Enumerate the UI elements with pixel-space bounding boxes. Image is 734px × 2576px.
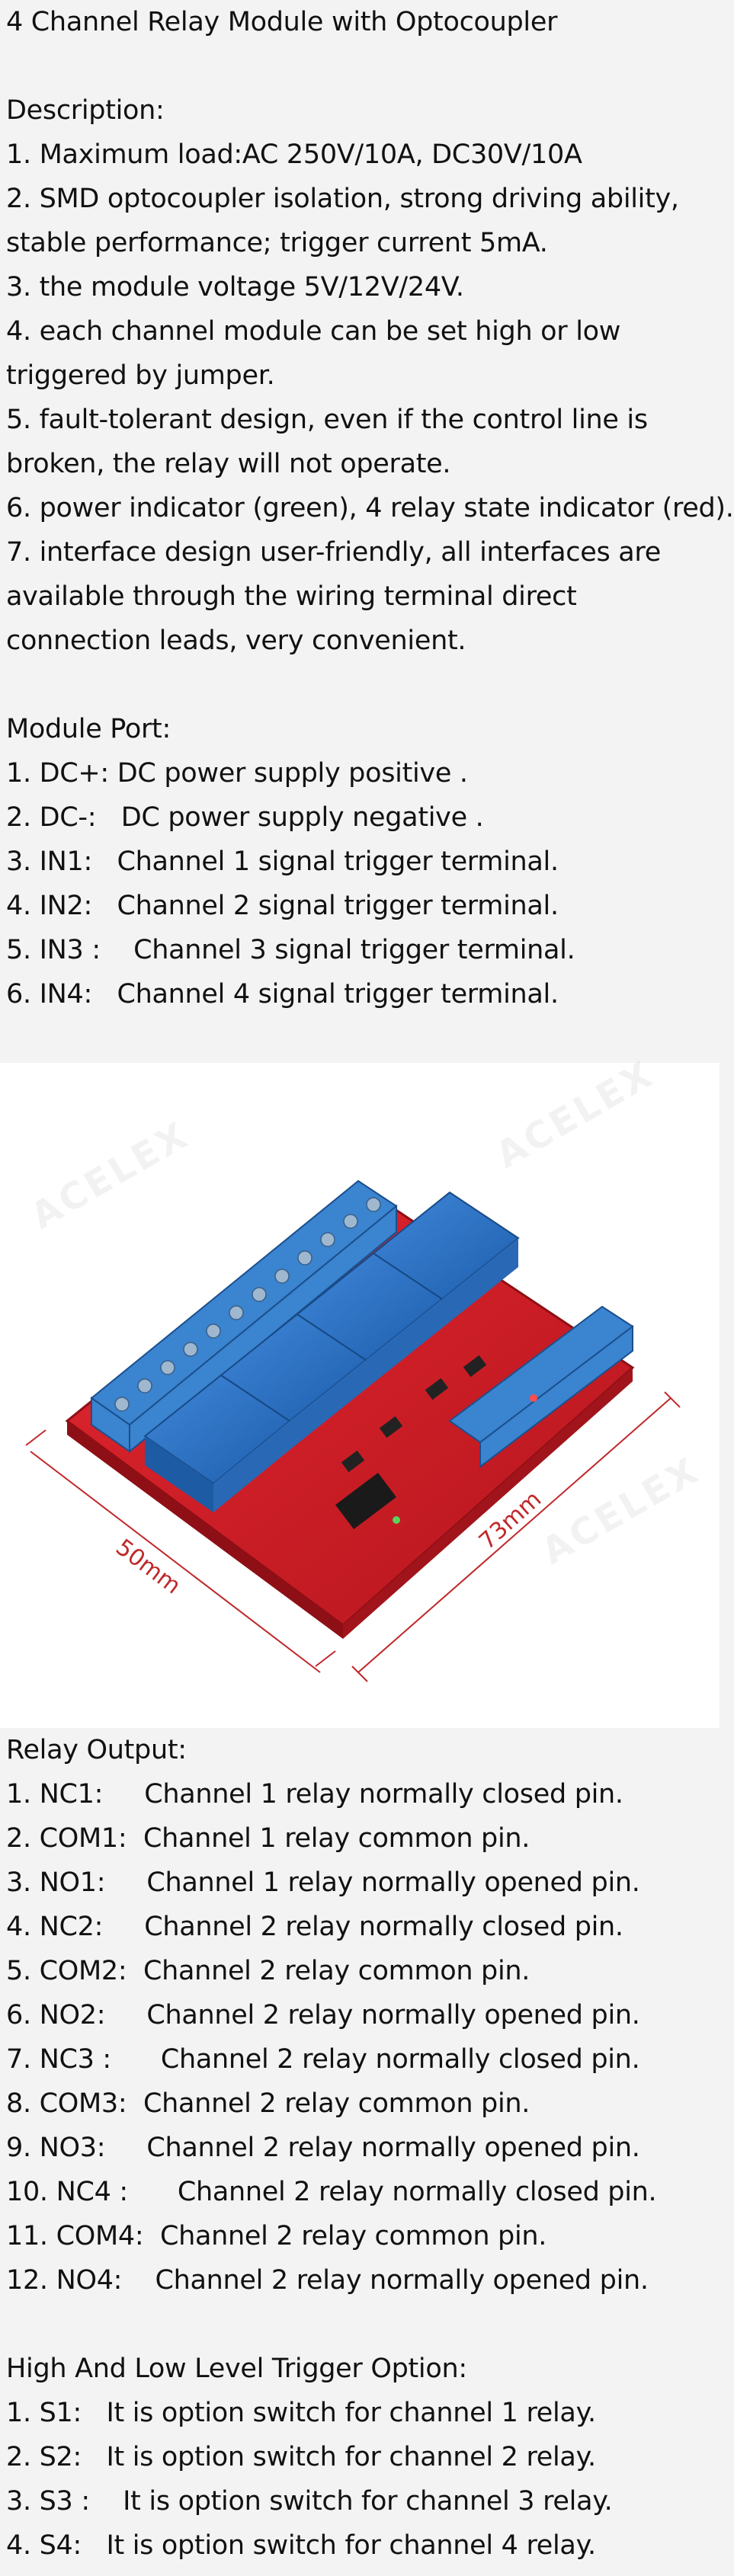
description-line: broken, the relay will not operate. xyxy=(6,449,451,479)
trigger-option-heading: High And Low Level Trigger Option: xyxy=(6,2354,467,2384)
relay-module-illustration: 50mm 73mm xyxy=(25,1179,681,1682)
module-port-line: 5. IN3 : Channel 3 signal trigger termin… xyxy=(6,935,575,965)
trigger-option-line: 1. S1: It is option switch for channel 1… xyxy=(6,2398,596,2428)
description-line: 5. fault-tolerant design, even if the co… xyxy=(6,405,648,435)
relay-output-line: 12. NO4: Channel 2 relay normally opened… xyxy=(6,2265,649,2296)
smd-components xyxy=(341,1355,487,1473)
relay-output-line: 9. NO3: Channel 2 relay normally opened … xyxy=(6,2133,640,2163)
relay-output-line: 5. COM2: Channel 2 relay common pin. xyxy=(6,1956,530,1986)
page-title: 4 Channel Relay Module with Optocoupler xyxy=(6,7,558,37)
terminal-block-right xyxy=(448,1305,634,1469)
description-line: triggered by jumper. xyxy=(6,360,275,391)
module-port-line: 1. DC+: DC power supply positive . xyxy=(6,758,468,789)
module-port-heading: Module Port: xyxy=(6,714,171,744)
relay-output-line: 1. NC1: Channel 1 relay normally closed … xyxy=(6,1779,623,1810)
relay-output-line: 10. NC4 : Channel 2 relay normally close… xyxy=(6,2177,657,2207)
module-port-line: 4. IN2: Channel 2 signal trigger termina… xyxy=(6,891,559,921)
module-port-line: 2. DC-: DC power supply negative . xyxy=(6,802,484,833)
relay-output-line: 7. NC3 : Channel 2 relay normally closed… xyxy=(6,2044,640,2075)
description-heading: Description: xyxy=(6,95,165,126)
jumper-headers xyxy=(335,1472,396,1530)
module-port-line: 3. IN1: Channel 1 signal trigger termina… xyxy=(6,846,559,877)
module-port-line: 6. IN4: Channel 4 signal trigger termina… xyxy=(6,979,559,1010)
trigger-option-line: 3. S3 : It is option switch for channel … xyxy=(6,2486,613,2517)
relay-output-line: 3. NO1: Channel 1 relay normally opened … xyxy=(6,1867,640,1898)
description-line: available through the wiring terminal di… xyxy=(6,581,577,612)
description-line: 3. the module voltage 5V/12V/24V. xyxy=(6,272,464,302)
description-line: connection leads, very convenient. xyxy=(6,626,466,656)
relay-output-line: 2. COM1: Channel 1 relay common pin. xyxy=(6,1823,530,1854)
description-line: 7. interface design user-friendly, all i… xyxy=(6,537,661,568)
trigger-option-line: 2. S2: It is option switch for channel 2… xyxy=(6,2442,596,2472)
indicator-leds xyxy=(393,1394,537,1524)
dimension-width-label: 50mm xyxy=(111,1534,185,1599)
dimension-width xyxy=(25,1429,336,1673)
description-line: 4. each channel module can be set high o… xyxy=(6,316,621,347)
bottom-text-section: Relay Output: 1. NC1: Channel 1 relay no… xyxy=(0,1728,720,2576)
relay-output-line: 4. NC2: Channel 2 relay normally closed … xyxy=(6,1912,623,1942)
description-line: 6. power indicator (green), 4 relay stat… xyxy=(6,493,734,523)
product-photo: ACELEX ACELEX ACELEX xyxy=(0,1052,720,1728)
trigger-option-line: 4. S4: It is option switch for channel 4… xyxy=(6,2530,596,2561)
description-line: 2. SMD optocoupler isolation, strong dri… xyxy=(6,184,679,214)
description-line: stable performance; trigger current 5mA. xyxy=(6,228,548,258)
dimension-length xyxy=(351,1391,681,1682)
relay-output-heading: Relay Output: xyxy=(6,1735,187,1765)
description-line: 1. Maximum load:AC 250V/10A, DC30V/10A xyxy=(6,139,582,170)
relay-output-line: 8. COM3: Channel 2 relay common pin. xyxy=(6,2088,530,2119)
relay-4 xyxy=(372,1191,520,1328)
terminal-screws xyxy=(114,1197,381,1412)
relay-output-line: 11. COM4: Channel 2 relay common pin. xyxy=(6,2221,547,2251)
relay-output-line: 6. NO2: Channel 2 relay normally opened … xyxy=(6,2000,640,2030)
top-text-section: 4 Channel Relay Module with Optocoupler … xyxy=(0,0,734,1063)
